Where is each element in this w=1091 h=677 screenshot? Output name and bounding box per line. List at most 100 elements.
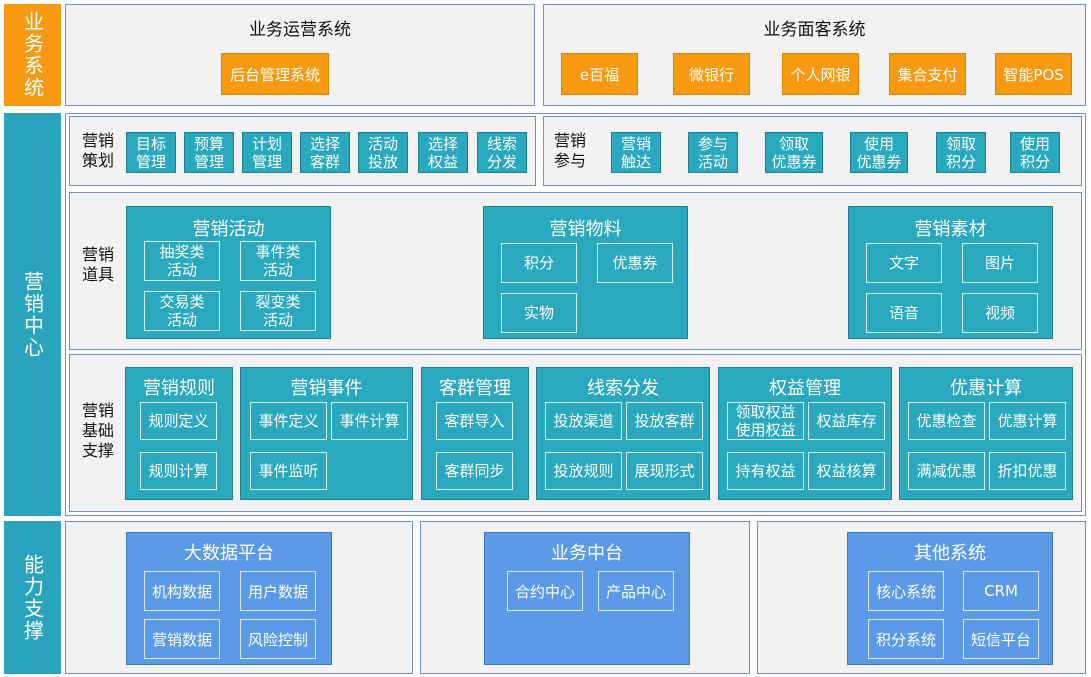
foundation-item: 规则计算 xyxy=(140,452,217,490)
foundation-item: 优惠计算 xyxy=(989,402,1066,440)
tools-item: 裂变类 活动 xyxy=(240,291,316,331)
customer-box-personal-bank: 个人网银 xyxy=(782,53,859,95)
planning-item: 选择 客群 xyxy=(300,132,350,173)
foundation-item: 投放客群 xyxy=(626,402,703,440)
ops-system-title: 业务运营系统 xyxy=(249,20,351,40)
capability-panel-bigdata: 大数据平台 机构数据 用户数据 营销数据 风险控制 xyxy=(65,521,413,674)
capability-group-middle: 业务中台 合约中心 产品中心 xyxy=(484,532,690,665)
tools-group-title: 营销物料 xyxy=(549,219,622,240)
tools-item: 事件类 活动 xyxy=(240,241,316,281)
customer-system-panel: 业务面客系统 e百福 微银行 个人网银 集合支付 智能POS xyxy=(543,4,1086,106)
foundation-item: 满减优惠 xyxy=(908,452,985,490)
participation-item: 参与 活动 xyxy=(688,132,738,173)
customer-system-title: 业务面客系统 xyxy=(763,20,866,40)
tools-group-title: 营销活动 xyxy=(192,219,265,240)
foundation-group-audience: 客群管理 客群导入 客群同步 xyxy=(421,367,529,500)
foundation-item: 展现形式 xyxy=(626,452,703,490)
planning-item: 计划 管理 xyxy=(242,132,292,173)
side-label-marketing-text: 营销中心 xyxy=(20,270,45,359)
tools-label: 营销 道具 xyxy=(81,245,114,284)
customer-box-ebaifu: e百福 xyxy=(561,53,638,95)
capability-item: 风险控制 xyxy=(240,619,316,659)
foundation-group-discount: 优惠计算 优惠检查 优惠计算 满减优惠 折扣优惠 xyxy=(899,367,1073,500)
foundation-item: 投放渠道 xyxy=(545,402,622,440)
participation-item: 使用 积分 xyxy=(1010,132,1060,173)
participation-label: 营销 参与 xyxy=(553,131,586,170)
capability-group-title: 大数据平台 xyxy=(184,543,274,564)
tools-item: 图片 xyxy=(962,243,1038,283)
tools-group-activity: 营销活动 抽奖类 活动 事件类 活动 交易类 活动 裂变类 活动 xyxy=(126,206,331,339)
foundation-group-events: 营销事件 事件定义 事件计算 事件监听 xyxy=(240,367,413,500)
foundation-item: 客群导入 xyxy=(436,402,513,440)
tools-item: 交易类 活动 xyxy=(144,291,220,331)
foundation-item: 权益库存 xyxy=(808,402,885,440)
foundation-item: 客群同步 xyxy=(436,452,513,490)
backend-admin-box: 后台管理系统 xyxy=(221,53,329,95)
participation-item: 营销 触达 xyxy=(611,132,661,173)
participation-panel: 营销 参与 营销 触达 参与 活动 领取 优惠券 使用 优惠券 领取 积分 使用… xyxy=(543,116,1082,186)
planning-panel: 营销 策划 目标 管理 预算 管理 计划 管理 选择 客群 活动 投放 选择 权… xyxy=(69,116,536,186)
tools-item: 文字 xyxy=(866,243,942,283)
capability-panel-middle: 业务中台 合约中心 产品中心 xyxy=(420,521,750,674)
capability-item: 核心系统 xyxy=(868,571,944,611)
planning-item: 活动 投放 xyxy=(358,132,408,173)
foundation-item: 优惠检查 xyxy=(908,402,985,440)
foundation-item: 领取权益 使用权益 xyxy=(727,402,804,440)
foundation-item: 事件定义 xyxy=(250,402,327,440)
capability-panel-other: 其他系统 核心系统 CRM 积分系统 短信平台 xyxy=(757,521,1086,674)
side-label-business: 业务系统 xyxy=(4,4,61,106)
foundation-item: 折扣优惠 xyxy=(989,452,1066,490)
side-label-marketing: 营销中心 xyxy=(4,113,61,516)
tools-item: 语音 xyxy=(866,293,942,333)
foundation-item: 规则定义 xyxy=(140,402,217,440)
foundation-panel: 营销 基础 支撑 营销规则 规则定义 规则计算 营销事件 事件定义 事件计算 事… xyxy=(69,354,1082,512)
capability-group-title: 其他系统 xyxy=(914,543,986,564)
foundation-group-rules: 营销规则 规则定义 规则计算 xyxy=(125,367,233,500)
tools-item: 抽奖类 活动 xyxy=(144,241,220,281)
planning-item: 预算 管理 xyxy=(184,132,234,173)
planning-label: 营销 策划 xyxy=(81,131,114,170)
tools-group-materials: 营销物料 积分 优惠券 实物 xyxy=(483,206,688,339)
foundation-group-title: 线索分发 xyxy=(587,378,659,399)
foundation-group-leads: 线索分发 投放渠道 投放客群 投放规则 展现形式 xyxy=(536,367,710,500)
tools-item: 优惠券 xyxy=(597,243,673,283)
tools-group-title: 营销素材 xyxy=(914,219,987,240)
capability-group-bigdata: 大数据平台 机构数据 用户数据 营销数据 风险控制 xyxy=(126,532,332,665)
planning-item: 线索 分发 xyxy=(477,132,527,173)
tools-item: 视频 xyxy=(962,293,1038,333)
capability-item: 短信平台 xyxy=(963,619,1039,659)
side-label-business-text: 业务系统 xyxy=(20,11,45,99)
capability-item: 营销数据 xyxy=(144,619,220,659)
tools-item: 积分 xyxy=(501,243,577,283)
foundation-item: 事件监听 xyxy=(250,452,327,490)
side-label-capability-text: 能力支撑 xyxy=(20,553,45,642)
foundation-group-title: 客群管理 xyxy=(439,378,511,399)
participation-item: 领取 优惠券 xyxy=(765,132,823,173)
foundation-item: 权益核算 xyxy=(808,452,885,490)
foundation-item: 持有权益 xyxy=(727,452,804,490)
customer-box-pos: 智能POS xyxy=(995,53,1072,95)
capability-group-title: 业务中台 xyxy=(551,543,623,564)
planning-item: 选择 权益 xyxy=(418,132,468,173)
capability-item: 机构数据 xyxy=(144,571,220,611)
foundation-group-title: 营销规则 xyxy=(143,378,215,399)
ops-system-panel: 业务运营系统 后台管理系统 xyxy=(65,4,535,106)
foundation-label: 营销 基础 支撑 xyxy=(81,401,114,460)
participation-item: 使用 优惠券 xyxy=(850,132,908,173)
capability-item: 用户数据 xyxy=(240,571,316,611)
capability-item: 积分系统 xyxy=(868,619,944,659)
foundation-group-title: 优惠计算 xyxy=(950,378,1022,399)
capability-item: 合约中心 xyxy=(507,571,583,611)
capability-item: 产品中心 xyxy=(598,571,674,611)
participation-item: 领取 积分 xyxy=(936,132,986,173)
customer-box-wechat-bank: 微银行 xyxy=(673,53,750,95)
tools-panel: 营销 道具 营销活动 抽奖类 活动 事件类 活动 交易类 活动 裂变类 活动 营… xyxy=(69,192,1082,350)
foundation-group-benefits: 权益管理 领取权益 使用权益 权益库存 持有权益 权益核算 xyxy=(718,367,892,500)
tools-group-assets: 营销素材 文字 图片 语音 视频 xyxy=(848,206,1053,339)
foundation-group-title: 权益管理 xyxy=(769,378,841,399)
foundation-item: 事件计算 xyxy=(331,402,408,440)
capability-group-other: 其他系统 核心系统 CRM 积分系统 短信平台 xyxy=(847,532,1053,665)
customer-box-payment: 集合支付 xyxy=(889,53,966,95)
foundation-item: 投放规则 xyxy=(545,452,622,490)
foundation-group-title: 营销事件 xyxy=(290,378,363,399)
